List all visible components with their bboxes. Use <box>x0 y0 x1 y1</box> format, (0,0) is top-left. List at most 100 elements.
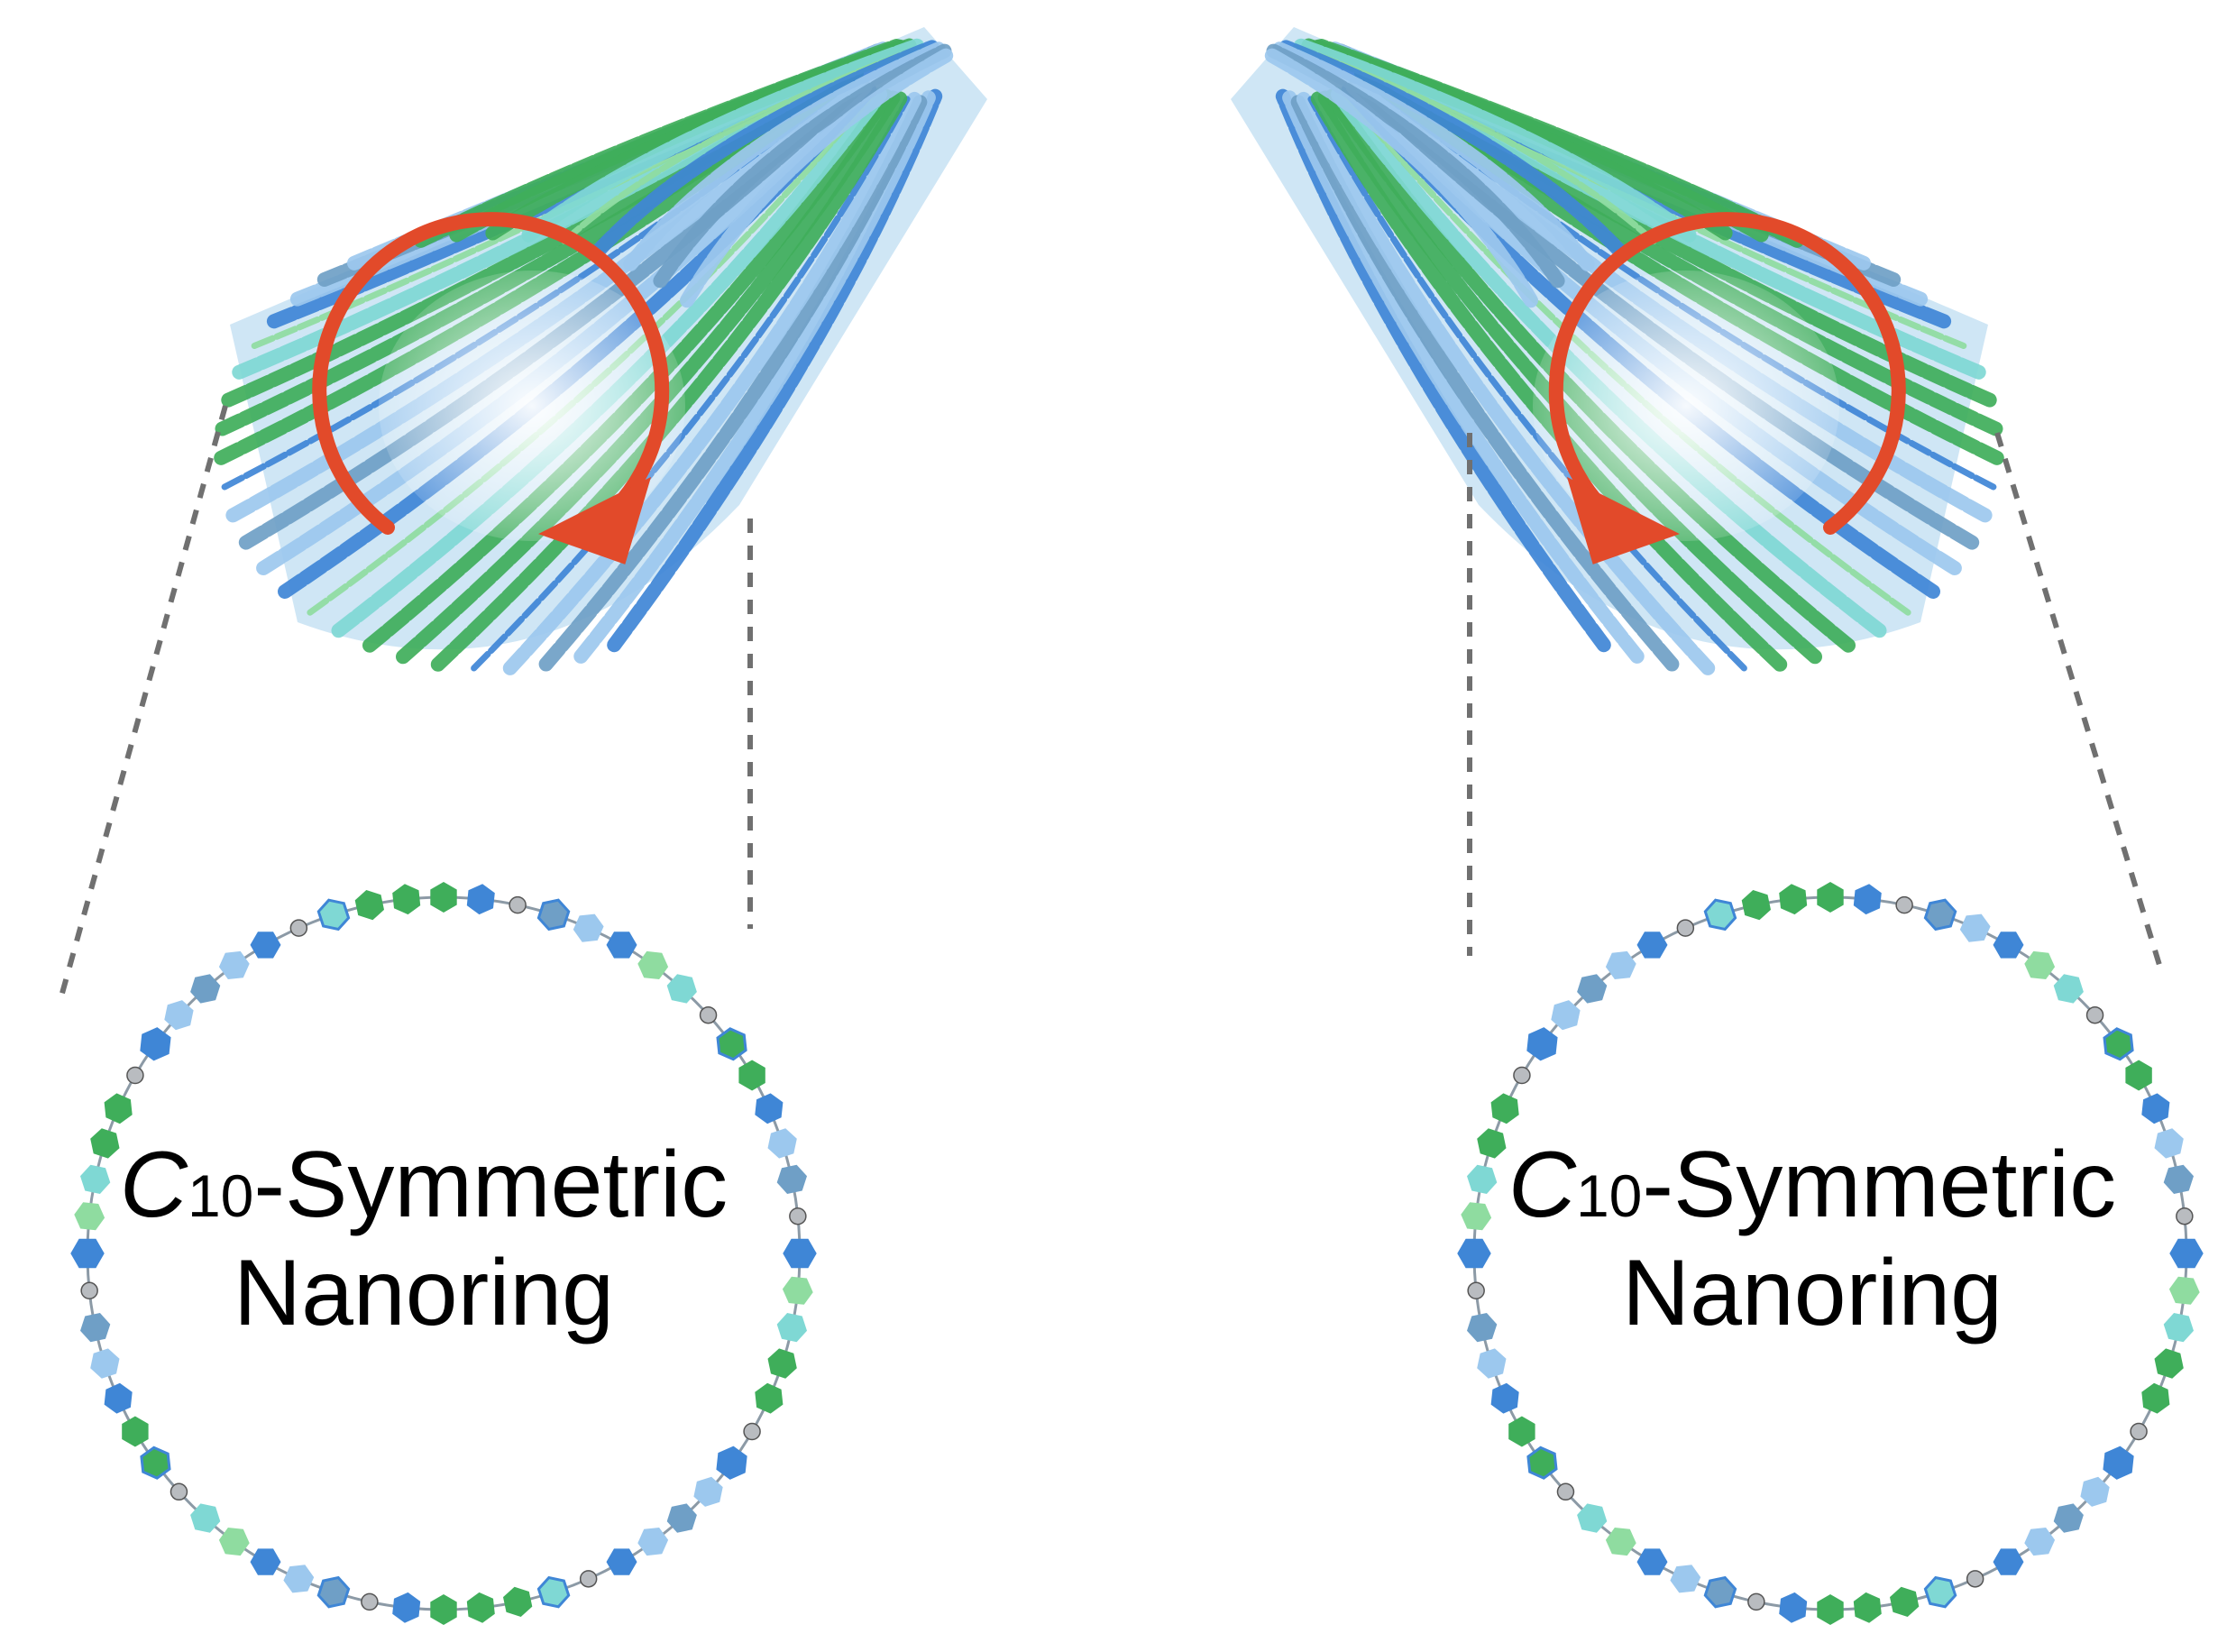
ring-aromatic-unit <box>2141 1093 2170 1124</box>
ring-aromatic-unit <box>2154 1128 2184 1159</box>
ring-aromatic-unit <box>80 1313 111 1343</box>
ring-alkyne-unit <box>361 1592 379 1611</box>
ring-aromatic-unit <box>2024 1528 2056 1556</box>
ring-aromatic-unit <box>1959 913 1991 942</box>
cone-strand <box>430 91 908 672</box>
ring-aromatic-unit <box>1703 898 1737 932</box>
ring-aromatic-unit <box>1923 1575 1957 1609</box>
left-rotation-arrow <box>312 212 670 564</box>
ring-aromatic-unit <box>2053 974 2084 1004</box>
right-label-symbol: C <box>1508 1133 1576 1237</box>
ring-aromatic-unit <box>1853 1592 1882 1623</box>
ring-aromatic-unit <box>104 1093 133 1124</box>
ring-aromatic-unit <box>1577 1503 1608 1533</box>
ring-aromatic-unit <box>1636 932 1668 959</box>
ring-aromatic-unit <box>2154 1348 2184 1379</box>
ring-aromatic-unit <box>1741 890 1771 921</box>
ring-aromatic-unit <box>1526 1027 1558 1061</box>
ring-alkyne-unit <box>743 1422 761 1441</box>
ring-alkyne-unit <box>2085 1005 2104 1024</box>
ring-aromatic-unit <box>666 1503 697 1533</box>
right-label-line2: Nanoring <box>1621 1240 2003 1345</box>
ring-aromatic-unit <box>1779 1592 1808 1623</box>
ring-aromatic-unit <box>1526 1446 1558 1480</box>
ring-aromatic-unit <box>164 1000 194 1031</box>
left-label-symbol: C <box>119 1133 188 1237</box>
ring-aromatic-unit <box>1551 1000 1581 1031</box>
ring-aromatic-unit <box>90 1128 120 1159</box>
cone-strand <box>1310 91 1788 672</box>
right-nanoring-label: C10-Symmetric Nanoring <box>1470 1132 2155 1347</box>
right-nanoring <box>1457 882 2204 1625</box>
ring-aromatic-unit <box>755 1382 784 1414</box>
ring-aromatic-unit <box>430 1594 457 1625</box>
ring-aromatic-unit <box>392 884 421 915</box>
ring-aromatic-unit <box>1461 1202 1492 1231</box>
ring-aromatic-unit <box>2053 1503 2084 1533</box>
ring-alkyne-unit <box>1747 1592 1765 1611</box>
ring-aromatic-unit <box>218 1528 250 1556</box>
right-cone-tube <box>1231 27 2004 675</box>
left-nanoring-label: C10-Symmetric Nanoring <box>81 1132 766 1347</box>
ring-aromatic-unit <box>1467 1164 1498 1194</box>
ring-aromatic-unit <box>767 1128 797 1159</box>
ring-aromatic-unit <box>2169 1238 2204 1269</box>
ring-aromatic-unit <box>1490 1382 1519 1414</box>
ring-alkyne-unit <box>2130 1422 2148 1441</box>
ring-alkyne-unit <box>509 895 527 914</box>
left-label-line2: Nanoring <box>233 1240 615 1345</box>
ring-aromatic-unit <box>1605 1528 1636 1556</box>
ring-aromatic-unit <box>2125 1060 2152 1091</box>
ring-aromatic-unit <box>1457 1238 1491 1269</box>
cone-strand <box>1266 43 1565 289</box>
left-cone-tube <box>214 27 987 675</box>
ring-aromatic-unit <box>2103 1446 2134 1480</box>
ring-aromatic-unit <box>190 1503 221 1533</box>
ring-aromatic-unit <box>80 1164 111 1194</box>
cone-strand <box>538 91 930 672</box>
ring-aromatic-unit <box>466 1592 495 1623</box>
ring-aromatic-unit <box>606 932 637 959</box>
ring-alkyne-unit <box>1966 1570 1984 1588</box>
ring-alkyne-unit <box>80 1281 98 1300</box>
ring-aromatic-unit <box>392 1592 421 1623</box>
ring-aromatic-unit <box>1703 1575 1737 1609</box>
ring-alkyne-unit <box>1513 1066 1531 1085</box>
ring-aromatic-unit <box>316 898 351 932</box>
cone-inner-light <box>1533 271 1839 541</box>
ring-alkyne-unit <box>2176 1207 2194 1225</box>
ring-aromatic-unit <box>1477 1348 1507 1379</box>
ring-aromatic-unit <box>1636 1548 1668 1575</box>
ring-aromatic-unit <box>250 932 281 959</box>
ring-aromatic-unit <box>782 1276 813 1305</box>
cone-strand <box>1282 90 1645 664</box>
ring-alkyne-unit <box>1676 919 1695 937</box>
ring-aromatic-unit <box>776 1164 807 1194</box>
ring-aromatic-unit <box>250 1548 281 1575</box>
ring-aromatic-unit <box>693 1476 723 1507</box>
ring-aromatic-unit <box>776 1313 807 1343</box>
ring-aromatic-unit <box>218 950 250 979</box>
ring-alkyne-unit <box>1895 895 1913 914</box>
ring-aromatic-unit <box>1817 882 1844 913</box>
ring-aromatic-unit <box>666 974 697 1004</box>
ring-aromatic-unit <box>2163 1164 2194 1194</box>
ring-aromatic-unit <box>1779 884 1808 915</box>
ring-aromatic-unit <box>74 1202 105 1231</box>
ring-aromatic-unit <box>190 974 221 1004</box>
ring-alkyne-unit <box>579 1570 598 1588</box>
left-nanoring <box>70 882 817 1625</box>
ring-aromatic-unit <box>716 1027 747 1061</box>
ring-aromatic-unit <box>2168 1276 2200 1305</box>
ring-aromatic-unit <box>1923 898 1957 932</box>
ring-aromatic-unit <box>122 1416 149 1447</box>
ring-aromatic-unit <box>466 884 495 915</box>
ring-aromatic-unit <box>1817 1594 1844 1625</box>
cone-strand <box>1307 96 1747 672</box>
cone-strand <box>1296 91 1716 675</box>
ring-aromatic-unit <box>2024 950 2056 979</box>
right-guide-lines <box>1467 432 2162 966</box>
cone-strand <box>653 43 952 289</box>
ring-aromatic-unit <box>104 1382 133 1414</box>
